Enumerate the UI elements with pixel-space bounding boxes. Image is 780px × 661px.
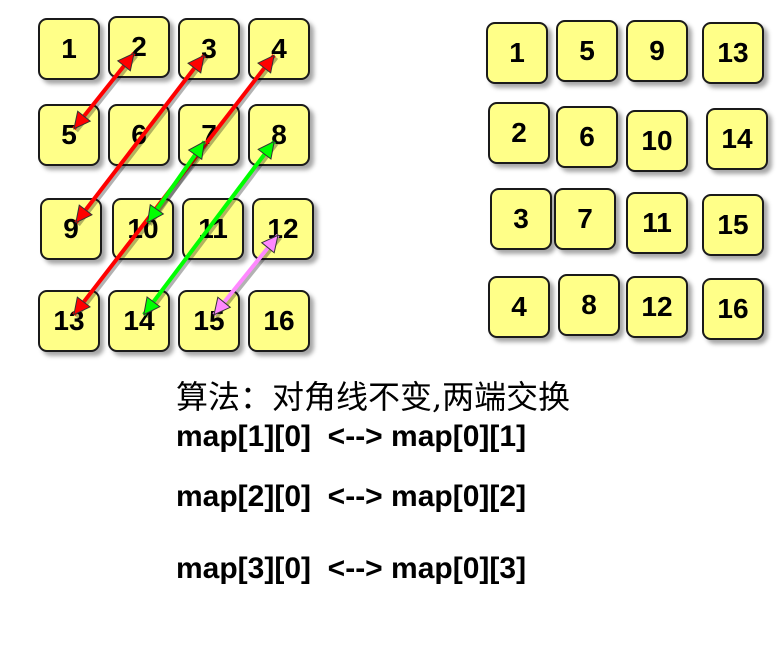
swap-rule-3: map[3][0] <--> map[0][3]	[176, 552, 527, 585]
algorithm-caption: 算法：对角线不变,两端交换	[176, 378, 571, 416]
right-cell: 4	[488, 276, 550, 338]
right-cell: 13	[702, 22, 764, 84]
swap-rule-1: map[1][0] <--> map[0][1]	[176, 420, 527, 453]
left-cell: 12	[252, 198, 314, 260]
swap-arrow-4-13	[72, 54, 276, 316]
left-cell: 9	[40, 198, 102, 260]
left-cell: 13	[38, 290, 100, 352]
right-cell: 14	[706, 108, 768, 170]
left-cell: 6	[108, 104, 170, 166]
left-cell: 14	[108, 290, 170, 352]
right-cell: 12	[626, 276, 688, 338]
left-cell: 5	[38, 104, 100, 166]
left-cell: 4	[248, 18, 310, 80]
left-cell: 7	[178, 104, 240, 166]
right-cell: 10	[626, 110, 688, 172]
left-cell: 3	[178, 18, 240, 80]
right-cell: 9	[626, 20, 688, 82]
right-cell: 2	[488, 102, 550, 164]
left-cell: 16	[248, 290, 310, 352]
left-cell: 11	[182, 198, 244, 260]
left-cell: 15	[178, 290, 240, 352]
right-cell: 8	[558, 274, 620, 336]
right-cell: 1	[486, 22, 548, 84]
swap-rule-2: map[2][0] <--> map[0][2]	[176, 480, 527, 513]
right-cell: 16	[702, 278, 764, 340]
right-cell: 7	[554, 188, 616, 250]
right-cell: 11	[626, 192, 688, 254]
right-cell: 15	[702, 194, 764, 256]
right-cell: 6	[556, 106, 618, 168]
arrow-shadow	[73, 55, 279, 319]
left-cell: 2	[108, 16, 170, 78]
left-cell: 1	[38, 18, 100, 80]
left-cell: 10	[112, 198, 174, 260]
right-cell: 3	[490, 188, 552, 250]
right-cell: 5	[556, 20, 618, 82]
left-cell: 8	[248, 104, 310, 166]
